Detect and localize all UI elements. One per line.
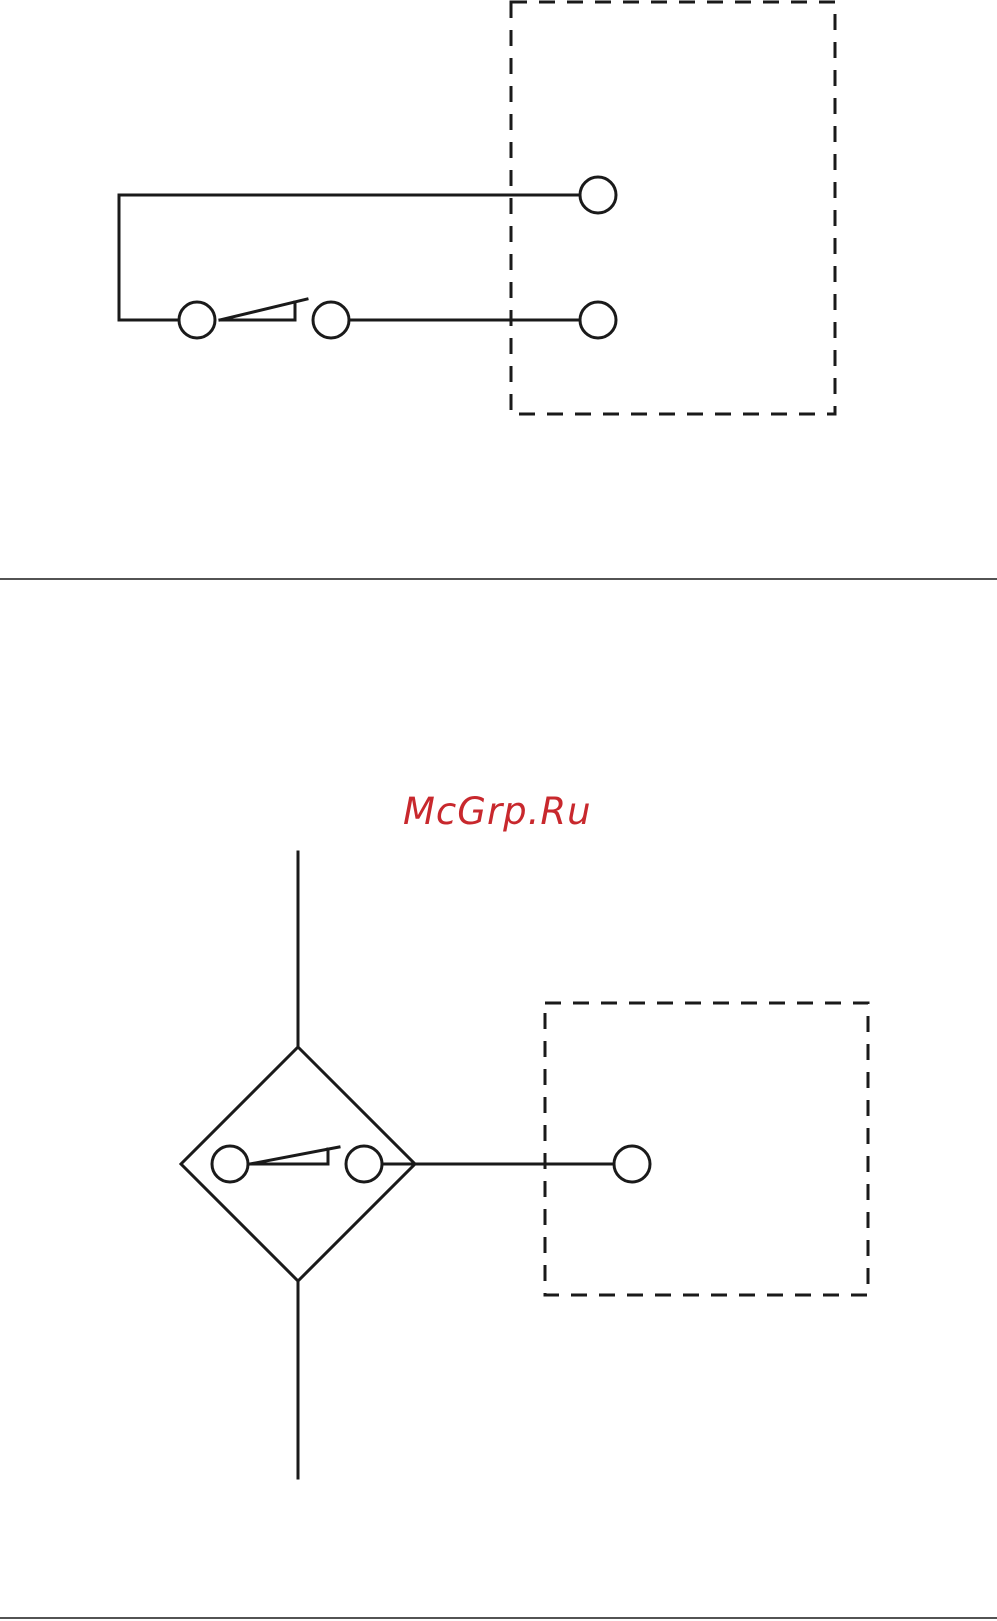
bottom-figure <box>181 852 868 1478</box>
device-enclosure-bottom <box>545 1003 868 1295</box>
switch-bottom <box>250 1147 339 1164</box>
switch-top <box>220 299 307 320</box>
device-enclosure-top <box>511 2 835 414</box>
switch-contact-left-bottom <box>212 1146 248 1182</box>
device-terminal-bottom <box>614 1146 650 1182</box>
switch-contact-right-bottom <box>346 1146 382 1182</box>
watermark-text: McGrp.Ru <box>403 790 592 833</box>
switch-blade <box>250 1147 339 1164</box>
switch-contact-left-top <box>179 302 215 338</box>
switch-contact-right-top <box>313 302 349 338</box>
device-terminal-lower <box>580 302 616 338</box>
device-terminal-upper <box>580 177 616 213</box>
top-figure <box>119 2 835 414</box>
